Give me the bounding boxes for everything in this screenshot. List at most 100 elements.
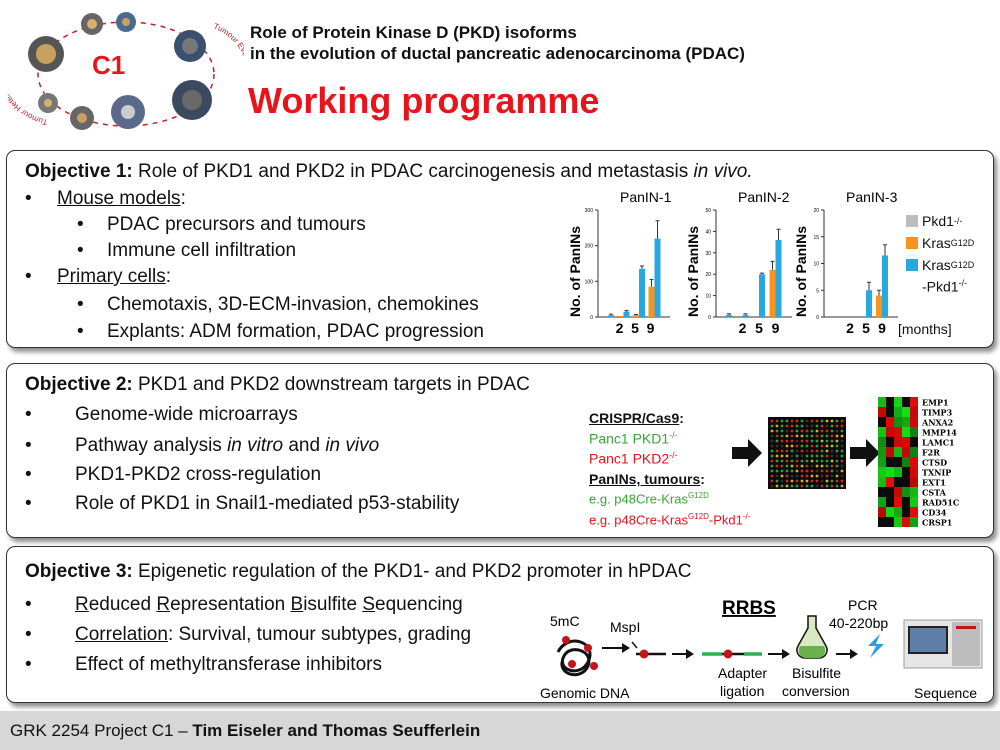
heatmap-cell <box>886 437 894 447</box>
bar-kras-pkd1 <box>654 238 661 317</box>
microarray-spot <box>820 429 824 433</box>
microarray-spot <box>835 419 839 423</box>
microarray-spot <box>770 424 774 428</box>
microarray-spot <box>785 454 789 458</box>
microarray-spot <box>795 449 799 453</box>
heatmap-cell <box>886 397 894 407</box>
heatmap-cell <box>894 487 902 497</box>
bullet-pdac-precursors: •PDAC precursors and tumours <box>77 214 366 235</box>
microarray-spot <box>810 469 814 473</box>
heatmap-cell <box>910 437 918 447</box>
microarray-spot <box>775 429 779 433</box>
y-tick-label: 300 <box>585 208 594 214</box>
heatmap-cell <box>894 397 902 407</box>
microarray-spot <box>785 449 789 453</box>
y-tick-label: 40 <box>705 229 711 235</box>
microarray-spot <box>775 479 779 483</box>
x-tick-label: 9 <box>772 320 780 336</box>
c1-cycle-logo: C1 Tumour Heterogeneity Tumour Evolution <box>8 12 244 130</box>
bullet-methyltransferase: •Effect of methyltransferase inhibitors <box>25 654 382 675</box>
objective-3-heading: Objective 3: Epigenetic regulation of th… <box>25 561 692 582</box>
microarray-spot <box>820 444 824 448</box>
gene-label: CTSD <box>922 458 947 468</box>
microarray-spot <box>800 459 804 463</box>
gene-list: EMP1TIMP3ANXA2MMP14LAMC1F2RCTSDTXNIPEXT1… <box>921 398 959 528</box>
label-mspi: MspI <box>610 619 640 635</box>
microarray-spot <box>805 464 809 468</box>
heatmap-cell <box>878 427 886 437</box>
logo-c1-text: C1 <box>92 50 125 80</box>
heatmap-cell <box>902 507 910 517</box>
bullet-mouse-models: •Mouse models: <box>25 188 186 209</box>
heatmap-cell <box>894 477 902 487</box>
bar-kras-pkd1 <box>623 311 630 317</box>
heatmap-cell <box>886 407 894 417</box>
label-pcr-size: 40-220bp <box>829 615 888 631</box>
microarray-spot <box>785 469 789 473</box>
bar-kras-pkd1 <box>775 239 782 317</box>
legend-pkd1: Pkd1-/- <box>906 212 974 230</box>
adapter-ligated-fragment-icon <box>702 649 762 659</box>
microarray-spot <box>810 459 814 463</box>
heatmap-cell <box>878 517 886 527</box>
bullet-primary-cells: •Primary cells: <box>25 266 172 287</box>
microarray-spot <box>835 454 839 458</box>
microarray-spot <box>840 479 844 483</box>
slide-title: Working programme <box>248 80 600 121</box>
microarray-spot <box>810 434 814 438</box>
microarray-spot <box>770 459 774 463</box>
microarray-spot <box>780 434 784 438</box>
microarray-image <box>768 417 846 489</box>
label-pcr: PCR <box>848 597 878 613</box>
microarray-spot <box>830 439 834 443</box>
bar-kras-pkd1 <box>882 255 888 317</box>
microarray-spot <box>790 464 794 468</box>
microarray-spot <box>780 469 784 473</box>
microarray-spot <box>815 419 819 423</box>
microarray-spot <box>795 474 799 478</box>
heatmap-cell <box>894 437 902 447</box>
microarray-spot <box>780 429 784 433</box>
legend-swatch-grey <box>906 215 918 227</box>
heatmap-cell <box>894 467 902 477</box>
microarray-spot <box>780 454 784 458</box>
microarray-spot <box>835 434 839 438</box>
microarray-spot <box>785 474 789 478</box>
microarray-spot <box>835 479 839 483</box>
gene-label: TIMP3 <box>922 408 953 418</box>
heatmap-cell <box>886 417 894 427</box>
heatmap-cell <box>878 407 886 417</box>
legend-swatch-blue <box>906 259 918 271</box>
microarray-spot <box>800 429 804 433</box>
microarray-spot <box>800 479 804 483</box>
microarray-spot <box>770 464 774 468</box>
bar-kras-pkd1 <box>866 290 872 317</box>
footer-prefix: GRK 2254 Project C1 – <box>10 721 193 740</box>
heatmap-cell <box>902 407 910 417</box>
microarray-spot <box>770 469 774 473</box>
heatmap-cell <box>902 497 910 507</box>
heatmap-cell <box>910 417 918 427</box>
heatmap-cell <box>878 437 886 447</box>
heatmap-cell <box>886 487 894 497</box>
microarray-spot <box>785 429 789 433</box>
label-adapter: Adapter <box>718 665 767 681</box>
microarray-spot <box>840 459 844 463</box>
microarray-spot <box>780 484 784 488</box>
microarray-spot <box>790 479 794 483</box>
microarray-spot <box>815 464 819 468</box>
microarray-spot <box>840 449 844 453</box>
x-tick-label: 5 <box>755 320 763 336</box>
microarray-spot <box>800 454 804 458</box>
chart-ylabel: No. of PanINs <box>567 226 583 317</box>
microarray-spot <box>770 434 774 438</box>
microarray-spot <box>785 419 789 423</box>
heatmap-cell <box>910 447 918 457</box>
footer-bar: GRK 2254 Project C1 – Tim Eiseler and Th… <box>0 711 1000 750</box>
microarray-spot <box>830 444 834 448</box>
microarray-spot <box>775 464 779 468</box>
gene-label: ANXA2 <box>921 418 953 428</box>
microarray-spot <box>830 434 834 438</box>
